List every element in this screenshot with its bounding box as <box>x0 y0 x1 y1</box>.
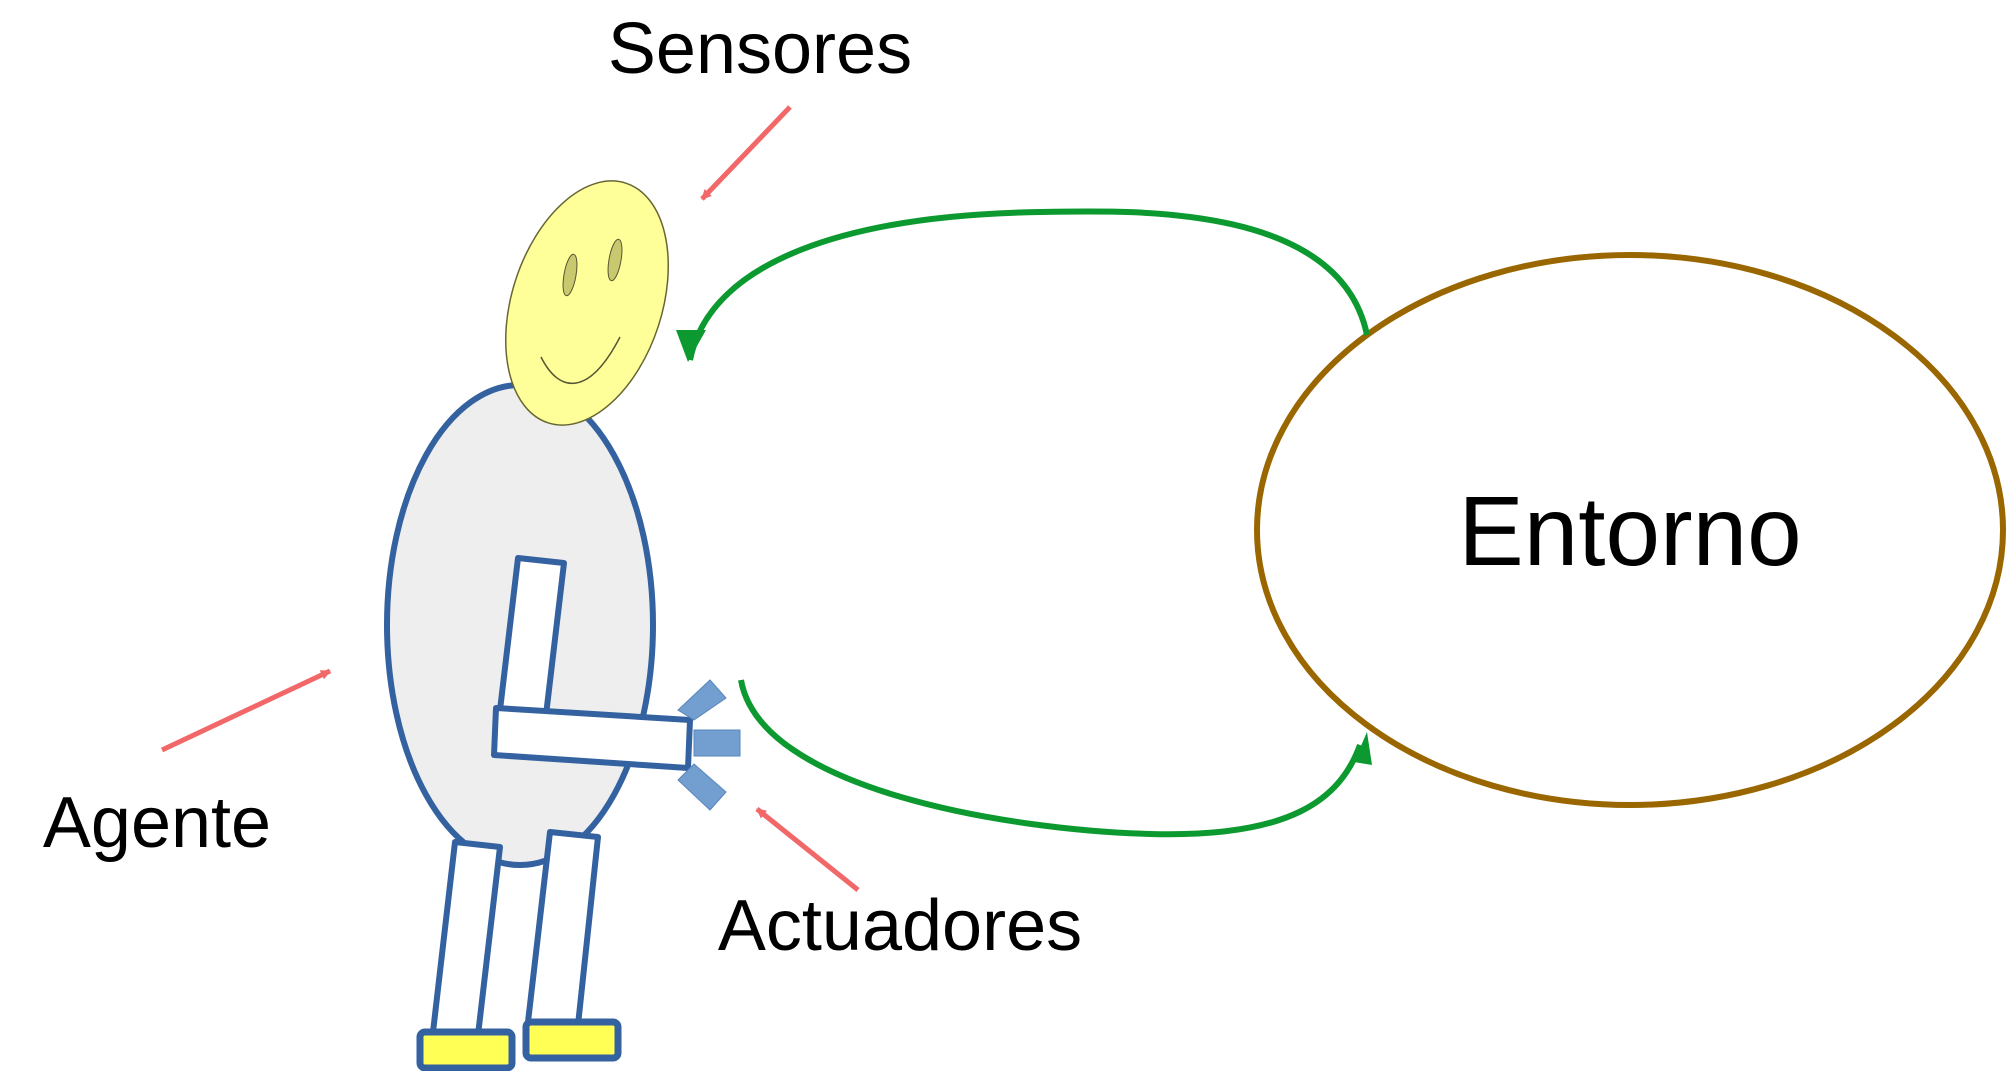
agent-pointer-arrow <box>160 668 332 753</box>
perception-arrowhead <box>676 330 706 362</box>
action-arrowhead <box>1354 732 1372 765</box>
environment-label: Entorno <box>1458 476 1801 586</box>
action-flow-arrow <box>738 679 1363 838</box>
sensors-label: Sensores <box>608 9 912 89</box>
actuator-hand <box>677 679 741 811</box>
sensors-pointer-arrow <box>700 105 792 201</box>
agent-right-eye <box>607 238 623 282</box>
agent-head <box>504 180 670 426</box>
agent-label: Agente <box>43 783 271 863</box>
agent-forearm <box>491 705 693 771</box>
environment-ellipse <box>1254 252 2006 808</box>
agent-right-foot <box>522 1018 622 1062</box>
hand-middle-claw <box>693 729 741 757</box>
perception-flow-arrow <box>687 208 1370 361</box>
agent-figure <box>384 180 741 1071</box>
actuators-pointer-arrow <box>755 807 860 892</box>
hand-lower-claw <box>677 763 727 811</box>
agent-left-foot <box>416 1028 516 1071</box>
agent-smile <box>540 336 621 385</box>
actuators-label: Actuadores <box>718 886 1082 966</box>
agent-left-leg <box>430 839 503 1038</box>
agent-left-eye <box>562 253 578 297</box>
hand-upper-claw <box>677 679 727 721</box>
